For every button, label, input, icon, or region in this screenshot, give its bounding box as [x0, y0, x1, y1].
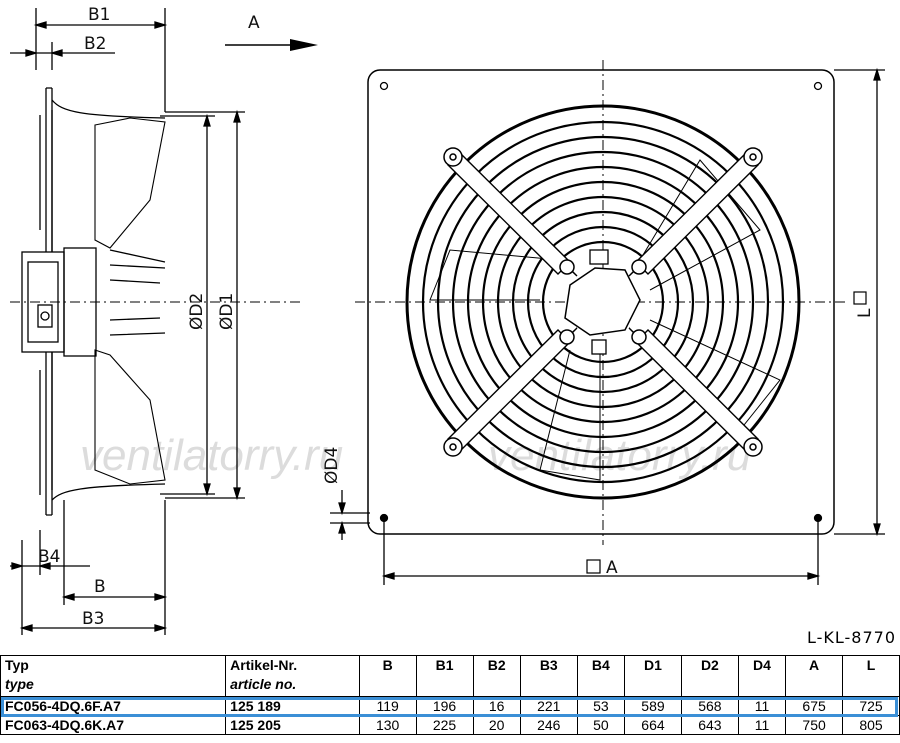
cell-b: 119 [358, 696, 417, 716]
cell-b1: 196 [415, 696, 474, 716]
cell-b3: 246 [519, 715, 578, 735]
dim-b4-label: B4 [38, 547, 60, 567]
cell-b1: 225 [415, 715, 474, 735]
cell-b3: 221 [519, 696, 578, 716]
cell-type: FC056-4DQ.6F.A7 [0, 696, 227, 716]
view-a-label: A [248, 13, 260, 33]
cell-type: FC063-4DQ.6K.A7 [0, 715, 227, 735]
cell-b4: 53 [576, 696, 626, 716]
col-header-b: B [358, 655, 417, 697]
table-row: FC063-4DQ.6K.A7 125 205 130 225 20 246 5… [0, 715, 900, 735]
cell-a: 675 [785, 696, 844, 716]
fan-dimension-drawing: ventilatorry.ru ventilatorry.ru [10, 5, 885, 635]
col-header-a: A [785, 655, 844, 697]
cell-d2: 568 [680, 696, 739, 716]
dim-b-label: B [94, 577, 106, 597]
col-header-d1: D1 [624, 655, 682, 697]
dim-d2-label: ØD2 [187, 293, 207, 330]
dim-a-label: A [606, 558, 618, 578]
dim-b2-label: B2 [84, 34, 106, 54]
dim-b1-label: B1 [88, 5, 110, 25]
col-header-b2: B2 [472, 655, 521, 697]
cell-l: 725 [842, 696, 900, 716]
cell-b2: 20 [472, 715, 521, 735]
watermark-left: ventilatorry.ru [80, 431, 343, 480]
col-header-d4: D4 [737, 655, 787, 697]
dim-b3-label: B3 [82, 609, 104, 629]
col-header-l: L [842, 655, 900, 697]
cell-a: 750 [785, 715, 844, 735]
cell-d1: 589 [624, 696, 682, 716]
cell-d2: 643 [680, 715, 739, 735]
col-header-b4: B4 [576, 655, 626, 697]
watermark-right: ventilatorry.ru [488, 431, 751, 480]
cell-b4: 50 [576, 715, 626, 735]
col-header-b3: B3 [519, 655, 578, 697]
cell-l: 805 [842, 715, 900, 735]
cell-d4: 11 [737, 696, 787, 716]
cell-b2: 16 [472, 696, 521, 716]
dim-l-label: L [855, 308, 875, 318]
cell-article: 125 205 [225, 715, 360, 735]
col-header-article: Artikel-Nr.article no. [225, 655, 360, 697]
cell-d1: 664 [624, 715, 682, 735]
front-view [330, 60, 885, 585]
view-arrow [225, 39, 318, 51]
cell-d4: 11 [737, 715, 787, 735]
col-header-b1: B1 [415, 655, 474, 697]
col-header-d2: D2 [680, 655, 739, 697]
dim-d4-label: ØD4 [322, 447, 342, 484]
table-row: FC056-4DQ.6F.A7 125 189 119 196 16 221 5… [0, 696, 900, 716]
cell-b: 130 [358, 715, 417, 735]
drawing-code: L-KL-8770 [806, 628, 896, 647]
side-view [10, 8, 300, 635]
dim-d1-label: ØD1 [217, 293, 237, 330]
cell-article: 125 189 [225, 696, 360, 716]
